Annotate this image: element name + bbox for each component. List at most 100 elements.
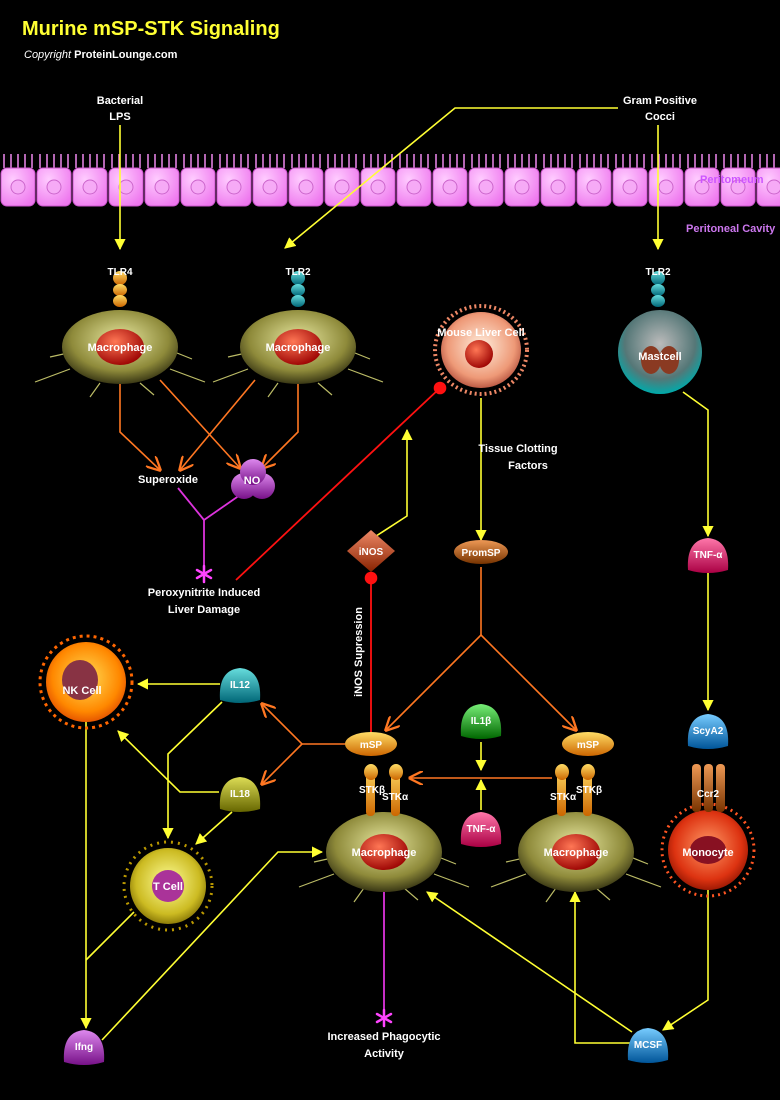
arrow-mcsf-macrophage-center (426, 891, 633, 1033)
tlr2-label-a: TLR2 (286, 267, 311, 278)
scya2-label: ScyA2 (693, 726, 724, 737)
msp-label-right: mSP (577, 740, 600, 751)
line-no-merge (203, 494, 241, 521)
t-cell (122, 840, 214, 932)
inhibit-peroxynitrite-liver (235, 381, 447, 581)
tlr4-receptor (113, 271, 127, 307)
tlr2-receptor-b (651, 271, 665, 307)
membrane-cell-nucleus (370, 179, 386, 195)
stk-alpha-label-left: STKα (382, 792, 409, 803)
il12-label: IL12 (230, 680, 250, 691)
inos-label: iNOS (359, 547, 384, 558)
cocci-label-1: Gram Positive (623, 95, 697, 107)
ccr2-receptor (692, 764, 725, 812)
asterisk-phagocytic (375, 1008, 393, 1028)
arrow-cocci-tlr2a (284, 107, 618, 249)
il18-label: IL18 (230, 789, 250, 800)
copyright-site: ProteinLounge.com (74, 49, 178, 61)
mcsf-label: MCSF (634, 1040, 662, 1051)
peritomeum-membrane (0, 154, 780, 207)
membrane-cilia (3, 154, 775, 168)
arrow-mac2-no (262, 380, 299, 468)
macrophage-cell-3 (298, 812, 470, 903)
monocyte-label: Monocyte (682, 847, 733, 859)
mcsf-molecule (627, 1028, 669, 1063)
lps-label-1: Bacterial (97, 95, 143, 107)
il1b-molecule (460, 704, 502, 739)
mastcell-label: Mastcell (638, 351, 681, 363)
membrane-cell-nucleus (658, 179, 674, 195)
arrow-monocyte-mcsf (662, 870, 709, 1031)
peroxynitrite-label-1: Peroxynitrite Induced (148, 587, 260, 599)
msp-label-left: mSP (360, 740, 383, 751)
mastcell (618, 310, 702, 394)
membrane-cell-nucleus (46, 179, 62, 195)
ifng-molecule (63, 1030, 105, 1065)
asterisk-peroxynitrite (195, 564, 213, 584)
peritomeum-label: Peritomeum (700, 174, 764, 186)
arrow-mac2-superoxide (180, 379, 256, 470)
membrane-cell-nucleus (478, 179, 494, 195)
liver-cell-label: Mouse Liver Cell (437, 327, 524, 339)
inhibition-lines (235, 381, 447, 732)
arrow-tcell-ifng (85, 911, 135, 961)
tlr4-label: TLR4 (108, 267, 133, 278)
monocyte-cell (660, 802, 756, 898)
membrane-cell-nucleus (190, 179, 206, 195)
ifng-label: Ifng (75, 1042, 93, 1053)
tissue-clotting-label-2: Factors (508, 460, 548, 472)
macrophage-label-4: Macrophage (544, 847, 609, 859)
arrow-msp-il12 (262, 704, 345, 745)
nk-cell-label: NK Cell (62, 685, 101, 697)
tlr2-receptor-a (291, 271, 305, 307)
phagocytic-label-2: Activity (364, 1048, 405, 1060)
membrane-cell-nucleus (262, 179, 278, 195)
il1b-label: IL1β (471, 716, 492, 727)
arrow-inos-liver (369, 428, 413, 541)
outcome-lines (177, 487, 385, 1012)
mediator-arrows (119, 379, 576, 784)
membrane-cell-nucleus (514, 179, 530, 195)
liver-cell (433, 304, 529, 396)
ccr2-label: Ccr2 (697, 789, 720, 800)
line-superoxide-merge (177, 487, 205, 521)
arrow-il18-nk (117, 730, 219, 793)
stk-beta-label-right: STKβ (576, 785, 602, 796)
inos-molecule (347, 530, 395, 572)
promsp-label: PromSP (462, 548, 501, 559)
tnfa-label-1: TNF-α (694, 550, 724, 561)
arrow-mac1-no (159, 379, 240, 468)
arrow-ifng-macrophage (101, 846, 324, 1041)
copyright-prefix: Copyright (24, 49, 72, 61)
stk-beta-label-left: STKβ (359, 785, 385, 796)
membrane-cell-nucleus (154, 179, 170, 195)
stk-alpha-label-right: STKα (550, 792, 577, 803)
tlr2-label-b: TLR2 (646, 267, 671, 278)
arrow-il18-tcell (195, 811, 233, 845)
peritoneal-cavity-label: Peritoneal Cavity (686, 223, 776, 235)
copyright: Copyright ProteinLounge.com (24, 49, 177, 61)
page-title: Murine mSP-STK Signaling (22, 18, 280, 40)
macrophage-cell-4 (490, 812, 662, 903)
macrophage-label-1: Macrophage (88, 342, 153, 354)
arrow-msp-il18 (262, 743, 303, 784)
membrane-cell-nucleus (766, 179, 780, 195)
membrane-cell-nucleus (406, 179, 422, 195)
cocci-label-2: Cocci (645, 111, 675, 123)
arrow-il12-tcell (162, 701, 223, 840)
membrane-cell-nucleus (694, 179, 710, 195)
il18-molecule (219, 777, 261, 812)
arrow-promsp-msp-right (480, 634, 576, 730)
membrane-cell-nucleus (226, 179, 242, 195)
membrane-cell-nucleus (298, 179, 314, 195)
macrophage-cell-1 (34, 310, 206, 398)
inos-supression-label: iNOS Supression (353, 607, 365, 697)
macrophage-label-3: Macrophage (352, 847, 417, 859)
membrane-cell-nucleus (10, 179, 26, 195)
arrow-mcsf-macrophage-right (569, 890, 632, 1044)
stk-receptor-left (364, 764, 403, 816)
activation-arrows (80, 107, 714, 1044)
lps-label-2: LPS (109, 111, 130, 123)
membrane-cell-nucleus (334, 179, 350, 195)
